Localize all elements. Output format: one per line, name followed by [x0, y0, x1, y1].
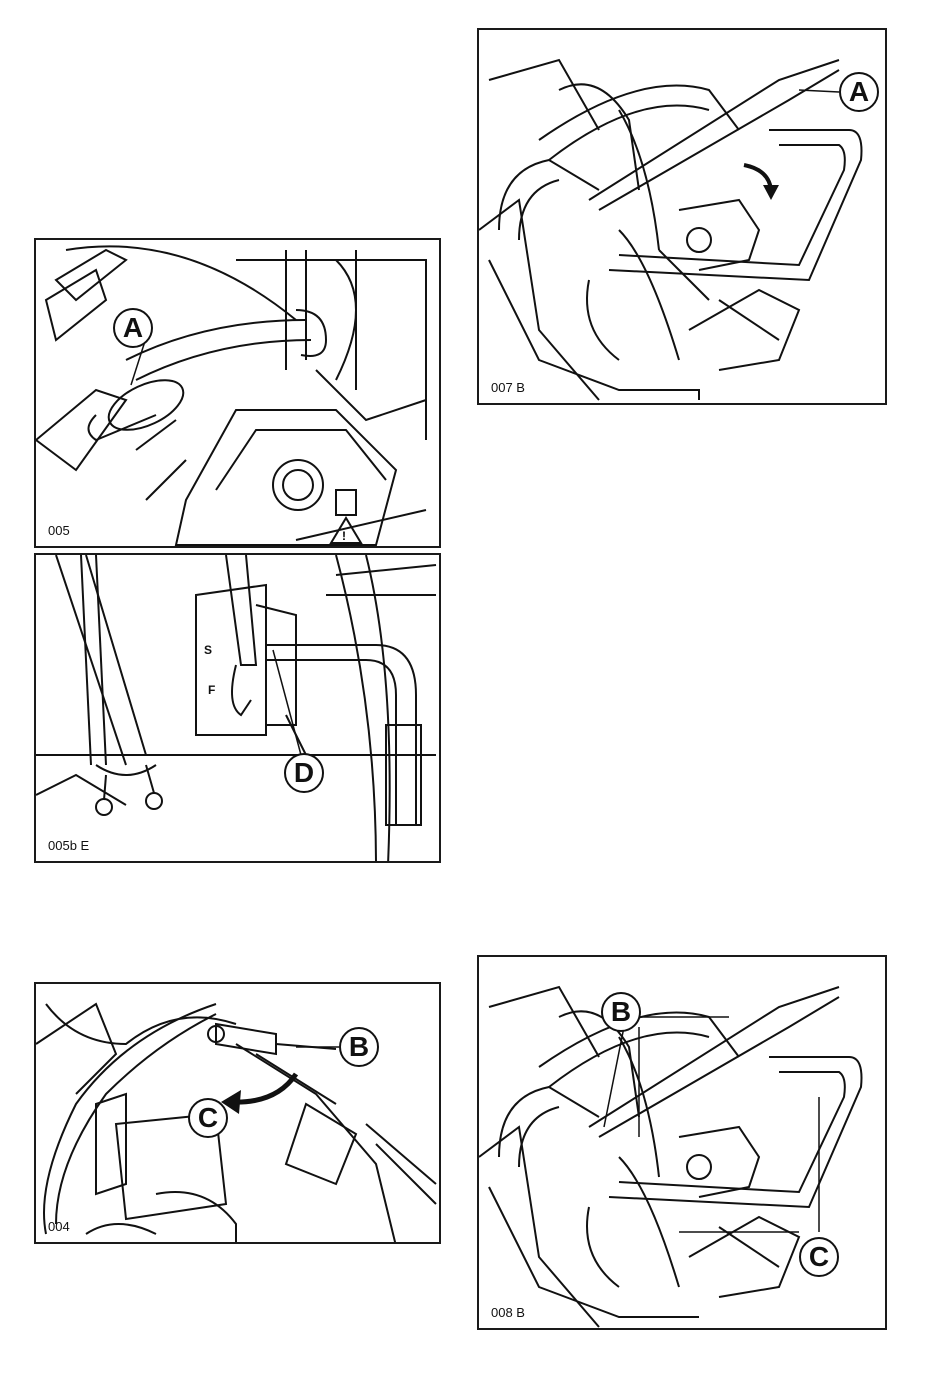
callout-c: C	[799, 1237, 839, 1277]
figure-004: B C 004	[34, 982, 441, 1244]
callout-b: B	[601, 992, 641, 1032]
mark-f: F	[208, 683, 215, 697]
rotation-arrow-icon	[221, 1074, 296, 1114]
callout-c: C	[188, 1098, 228, 1138]
illustration-handlebar-top	[479, 30, 887, 405]
figure-code: 007 B	[491, 380, 525, 395]
figure-code: 005	[48, 523, 70, 538]
callout-b: B	[339, 1027, 379, 1067]
figure-005: ! A 005	[34, 238, 441, 548]
callout-a: A	[113, 308, 153, 348]
figure-code: 004	[48, 1219, 70, 1234]
illustration-lever-throttle: !	[36, 240, 441, 548]
figure-code: 008 B	[491, 1305, 525, 1320]
callout-d: D	[284, 753, 324, 793]
illustration-brake-lever	[36, 984, 441, 1244]
illustration-speed-selector	[36, 555, 441, 863]
callout-a: A	[839, 72, 879, 112]
mark-s: S	[204, 643, 212, 657]
svg-text:!: !	[342, 529, 346, 543]
figure-007: A 007 B	[477, 28, 887, 405]
figure-008: B C 008 B	[477, 955, 887, 1330]
figure-code: 005b E	[48, 838, 89, 853]
figure-005b: S F D 005b E	[34, 553, 441, 863]
rotation-arrow-icon	[744, 165, 779, 200]
